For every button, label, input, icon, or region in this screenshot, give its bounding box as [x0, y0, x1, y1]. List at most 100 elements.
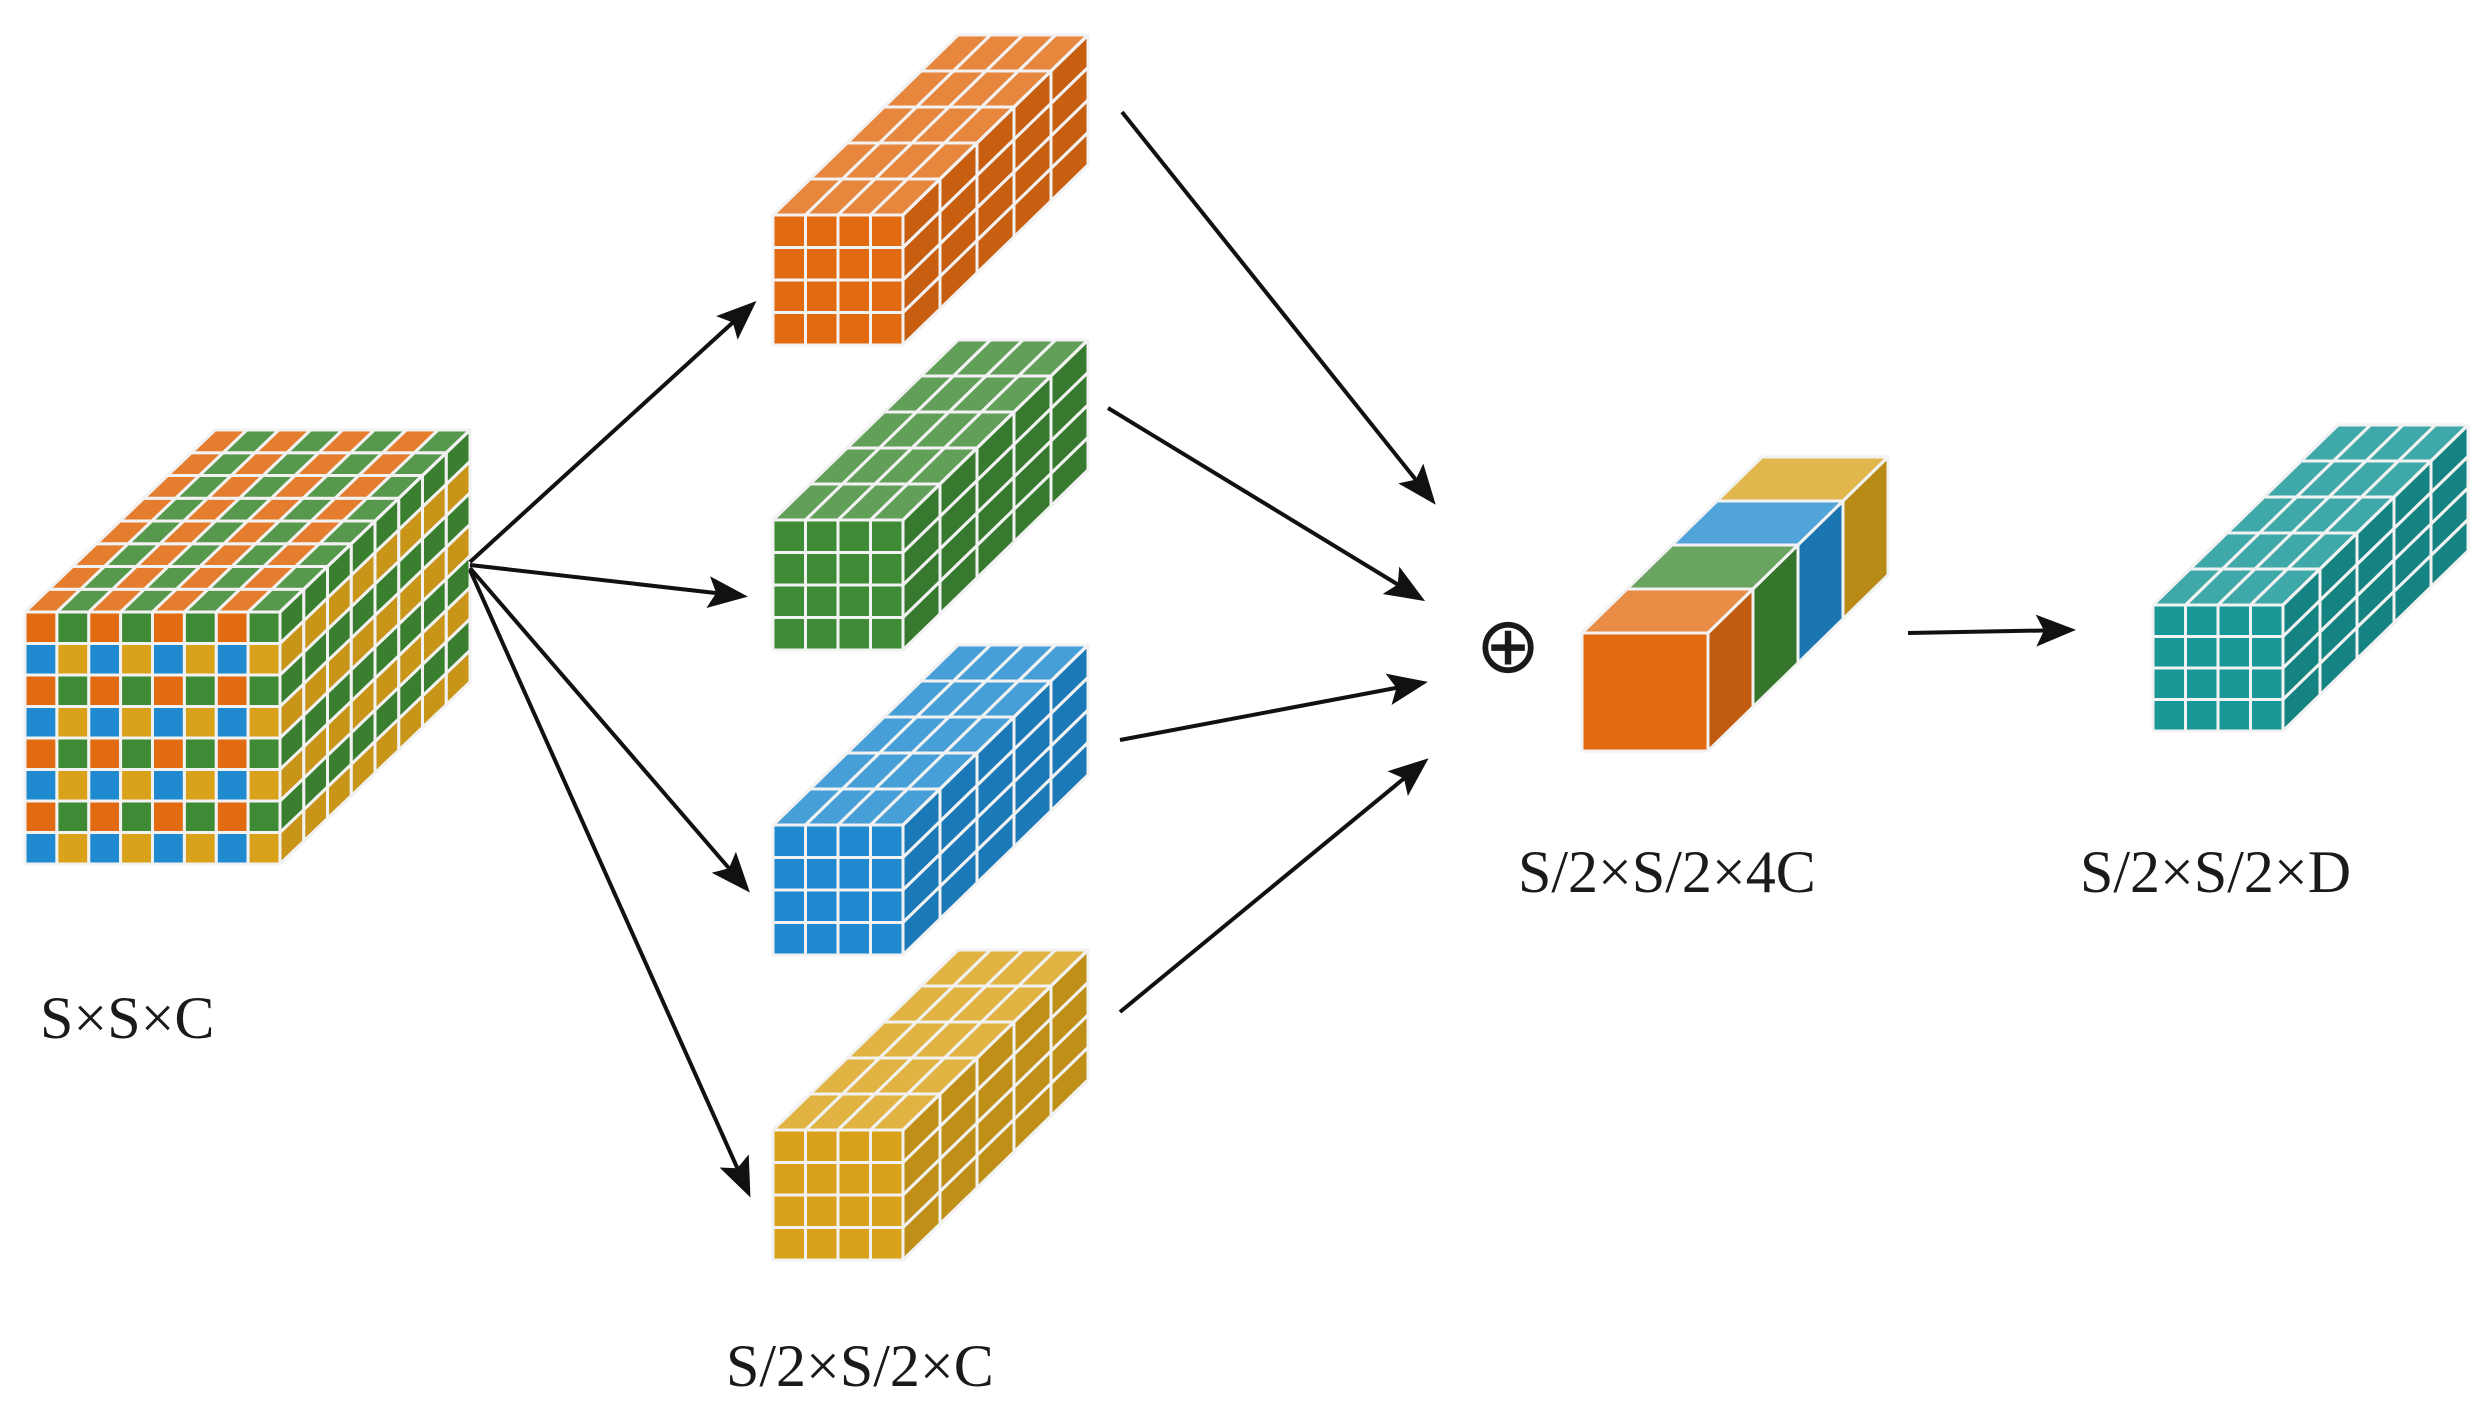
arrows	[468, 110, 2076, 1198]
front-face-cell	[771, 213, 807, 249]
front-face-cell	[55, 705, 91, 740]
front-face-cell	[771, 1193, 807, 1229]
arrow-concat-to-output	[1907, 614, 2076, 647]
arrow-orange-to-concat	[1120, 110, 1436, 505]
front-face-cell	[836, 1128, 872, 1164]
split-tensor-green	[771, 338, 1090, 652]
front-face-cell	[771, 311, 807, 347]
front-face-cell	[214, 705, 250, 740]
front-face-cell	[214, 642, 250, 677]
front-face-cell	[214, 673, 250, 708]
front-face-cell	[55, 610, 91, 645]
side-outline	[901, 643, 1090, 957]
front-face-cell	[246, 610, 282, 645]
front-face-cell	[87, 768, 123, 803]
front-face-cell	[804, 823, 840, 859]
front-face-cell	[151, 705, 186, 740]
front-face-cell	[119, 736, 154, 771]
front-face-cell	[87, 705, 123, 740]
front-face-cell	[2216, 666, 2252, 701]
front-face-cell	[771, 856, 807, 892]
front-face-cell	[214, 610, 250, 645]
arrow-gold-to-concat	[1118, 758, 1429, 1014]
front-face-cell	[182, 610, 218, 645]
front-face-cell	[182, 673, 218, 708]
split-tensor-gold	[771, 948, 1090, 1262]
front-face-cell	[2184, 698, 2220, 733]
front-face-cell	[55, 799, 91, 834]
front-face-cell	[23, 768, 59, 803]
front-face-cell	[836, 213, 872, 249]
side-outline	[2281, 423, 2470, 733]
side-outline	[901, 33, 1090, 347]
front-face-cell	[804, 888, 840, 924]
front-face-cell	[87, 831, 123, 866]
front-face-cell	[804, 616, 840, 652]
side-outline	[278, 428, 472, 866]
front-face-cell	[836, 921, 872, 957]
split-dimension-label: S/2×S/2×C	[726, 1333, 994, 1399]
front-face-cell	[151, 673, 186, 708]
front-face-cell	[2249, 635, 2285, 670]
front-face-cell	[119, 831, 154, 866]
front-face-cell	[214, 736, 250, 771]
front-face-cell	[2151, 698, 2187, 733]
front-face-cell	[246, 768, 282, 803]
arrow-green-to-concat	[1106, 406, 1426, 602]
front-face-cell	[214, 799, 250, 834]
front-face-cell	[836, 518, 872, 554]
front-face-cell	[836, 311, 872, 347]
front-face-cell	[87, 736, 123, 771]
front-face-cell	[119, 768, 154, 803]
split-tensor-blue	[771, 643, 1090, 957]
front-face-cell	[836, 1226, 872, 1262]
front-face-cell	[2151, 666, 2187, 701]
front-face-cell	[869, 246, 905, 282]
front-face-cell	[869, 1226, 905, 1262]
front-face-cell	[771, 1161, 807, 1197]
front-face-cell	[246, 642, 282, 677]
front-face-cell	[869, 1161, 905, 1197]
side-outline	[901, 338, 1090, 652]
arrow-input-to-green	[469, 563, 748, 609]
input-tensor-cube	[23, 428, 472, 866]
front-face-cell	[836, 278, 872, 314]
front-face-cell	[246, 673, 282, 708]
concat-block-front	[1580, 631, 1710, 753]
input-dimension-label: S×S×C	[40, 985, 215, 1051]
concat-block-orange	[1580, 587, 1755, 753]
front-face-cell	[804, 1193, 840, 1229]
concat-tensor	[1580, 455, 1890, 753]
front-face-cell	[23, 831, 59, 866]
front-face-cell	[2249, 698, 2285, 733]
front-face-cell	[771, 921, 807, 957]
front-face-cell	[2184, 666, 2220, 701]
front-face-cell	[151, 642, 186, 677]
front-face-cell	[55, 736, 91, 771]
front-face-cell	[119, 610, 154, 645]
front-face-cell	[771, 888, 807, 924]
concat-dimension-label: S/2×S/2×4C	[1518, 839, 1816, 905]
front-face-cell	[804, 278, 840, 314]
front-face-cell	[836, 888, 872, 924]
front-face-cell	[87, 610, 123, 645]
split-tensor-orange	[771, 33, 1090, 347]
front-face-cell	[87, 799, 123, 834]
front-face-cell	[87, 642, 123, 677]
front-face-cell	[55, 673, 91, 708]
front-face-cell	[804, 551, 840, 587]
front-face-cell	[869, 1128, 905, 1164]
front-face-cell	[869, 921, 905, 957]
front-face-cell	[804, 1161, 840, 1197]
front-face-cell	[869, 311, 905, 347]
front-face-cell	[771, 1226, 807, 1262]
front-face-cell	[869, 1193, 905, 1229]
split-tensors	[771, 33, 1090, 1262]
front-face-cell	[119, 673, 154, 708]
front-face-cell	[869, 213, 905, 249]
front-face-cell	[23, 705, 59, 740]
front-face-cell	[214, 831, 250, 866]
output-dimension-label: S/2×S/2×D	[2080, 839, 2352, 905]
front-face-cell	[151, 831, 186, 866]
